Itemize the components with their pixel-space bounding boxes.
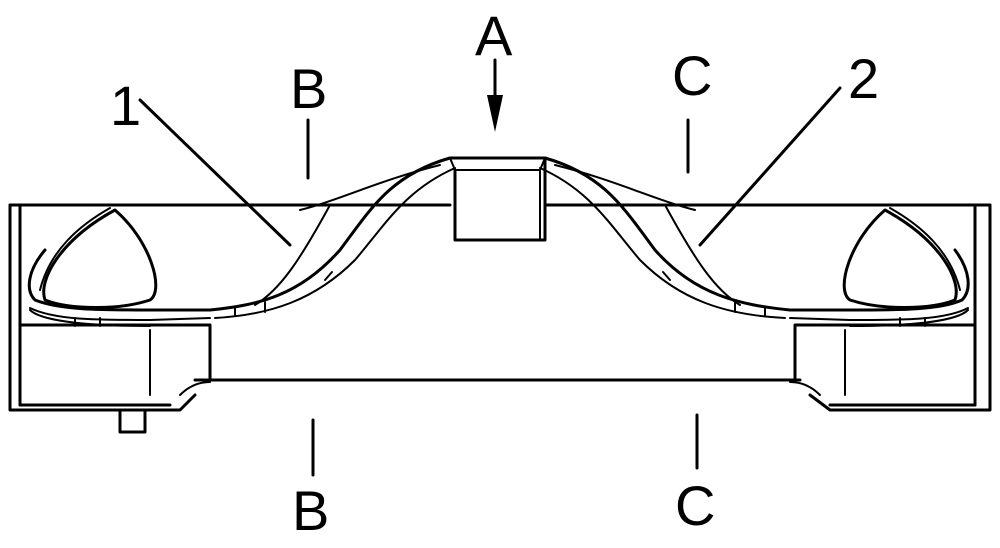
leader-part-2 (698, 86, 842, 247)
label-section-b-bottom: B (292, 479, 329, 542)
label-section-b-top: B (290, 57, 327, 120)
view-arrow-a (487, 58, 503, 132)
right-vane (539, 156, 970, 327)
left-vane (27, 156, 456, 327)
label-part-1: 1 (110, 74, 141, 137)
label-view-a: A (475, 4, 513, 67)
label-part-2: 2 (848, 47, 879, 110)
part-body (8, 203, 992, 434)
top-boss (448, 156, 547, 242)
label-section-c-top: C (672, 44, 712, 107)
label-section-c-bottom: C (675, 474, 715, 537)
leader-part-1 (138, 98, 292, 247)
